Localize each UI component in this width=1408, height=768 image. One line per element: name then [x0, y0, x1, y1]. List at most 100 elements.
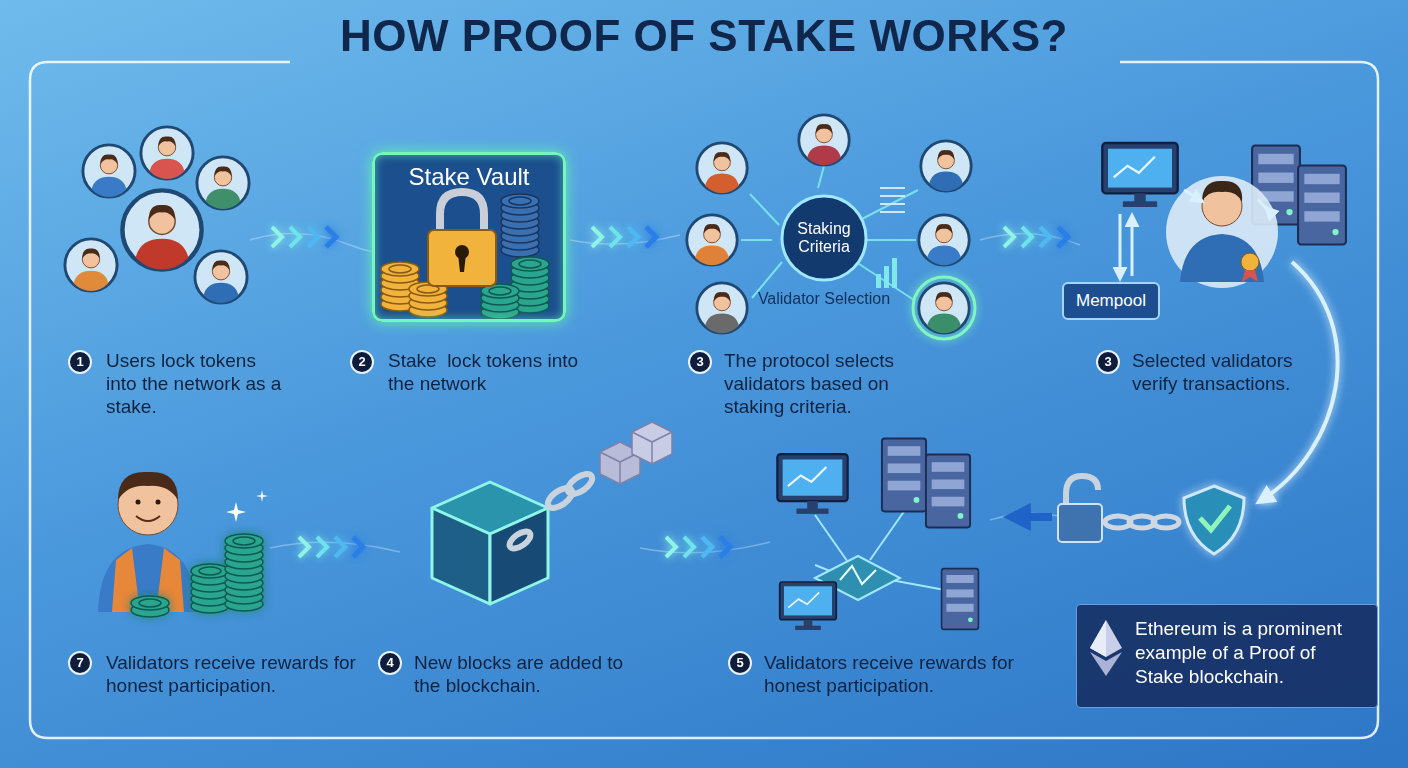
- user-group: [65, 127, 249, 303]
- rewarded-validator: [225, 534, 263, 548]
- vault-illustration: [381, 262, 419, 276]
- vault-illustration: [428, 230, 496, 286]
- validator-network: [815, 515, 850, 565]
- rewarded-validator: [136, 500, 141, 505]
- secured-chain: [1058, 504, 1102, 542]
- callout-number: 3: [688, 350, 712, 374]
- new-block: [632, 422, 672, 464]
- validator-station: [1180, 234, 1264, 282]
- selection-lines: [741, 239, 772, 241]
- selection-lines: [741, 166, 918, 300]
- vault-illustration: [458, 254, 466, 272]
- candidate-validators: [697, 143, 747, 193]
- rewarded-validator: [233, 537, 255, 545]
- light-streaks: [270, 542, 400, 552]
- user-group: [141, 127, 193, 179]
- validator-network: [942, 569, 979, 630]
- ethereum-icon: [1090, 620, 1106, 657]
- vault-illustration: [501, 194, 539, 208]
- candidate-validators: [687, 215, 737, 265]
- step-caption: Users lock tokens into the network as a …: [106, 350, 291, 418]
- validator-station: [1184, 190, 1200, 200]
- candidate-validators: [913, 277, 975, 339]
- vault-illustration: [440, 192, 484, 232]
- candidate-validators: [892, 258, 897, 288]
- node-heading: Staking Criteria: [786, 220, 862, 257]
- candidate-validators: [884, 266, 889, 288]
- rewarded-validator: [131, 534, 263, 617]
- mempool-box: Mempool: [1062, 282, 1160, 320]
- secured-chain: [1200, 506, 1230, 530]
- rewarded-validator: [139, 599, 161, 607]
- step-caption: Stake lock tokens into the network: [388, 350, 588, 396]
- node-text: Stake Vault: [385, 163, 553, 191]
- selection-lines: [750, 194, 779, 225]
- user-group: [65, 239, 117, 291]
- ethereum-icon: [1090, 620, 1122, 676]
- step-caption: Validators receive rewards for honest pa…: [106, 652, 378, 698]
- new-block: [507, 528, 534, 552]
- secured-chain: [1105, 516, 1179, 528]
- rewarded-validator: [98, 472, 268, 617]
- rewarded-validator: [136, 516, 160, 521]
- rewarded-validator: [118, 472, 178, 500]
- step-caption: Validators receive rewards for honest pa…: [764, 652, 1034, 698]
- rewarded-validator: [131, 596, 169, 610]
- validator-station: [1241, 253, 1259, 271]
- user-group: [197, 157, 249, 209]
- vault-illustration: [511, 257, 549, 271]
- candidate-validators: [876, 274, 881, 288]
- rewarded-validator: [199, 567, 221, 575]
- vault-illustration: [519, 260, 541, 268]
- new-block: [490, 508, 548, 604]
- node-text: Ethereum is a prominent example of a Pro…: [1135, 617, 1365, 688]
- user-group: [122, 190, 201, 269]
- node-text: Mempool: [1076, 291, 1146, 311]
- frame: [30, 62, 1378, 738]
- step-caption: Selected validators verify transactions.: [1132, 350, 1337, 396]
- secured-chain: [1153, 516, 1179, 528]
- step-caption: The protocol selects validators based on…: [724, 350, 939, 418]
- circle-shape: Staking Criteria: [778, 192, 870, 284]
- validator-network: [840, 566, 876, 584]
- criteria-circle: Staking CriteriaValidator Selection: [743, 192, 905, 319]
- selection-lines: [864, 239, 916, 241]
- ethereum-icon: [1090, 652, 1122, 676]
- validator-network: [882, 439, 926, 512]
- validator-station: [1242, 270, 1258, 282]
- validator-station: [1202, 181, 1242, 202]
- callout-number: 1: [68, 350, 92, 374]
- candidate-validators: [880, 188, 905, 212]
- circle-outline: [782, 196, 866, 280]
- chevron-arrows: [299, 537, 363, 557]
- validator-network: [870, 510, 905, 560]
- rewarded-validator: [256, 490, 268, 502]
- new-block: [565, 470, 596, 498]
- validator-station: [1166, 176, 1278, 288]
- validator-network: [926, 455, 970, 528]
- validator-station: [1258, 200, 1268, 210]
- rewarded-validator: [156, 500, 161, 505]
- vault-box: Stake Vault: [372, 152, 566, 322]
- candidate-validators: [687, 115, 975, 339]
- callout-number: 5: [728, 651, 752, 675]
- callout-number: 7: [68, 651, 92, 675]
- vault-illustration: [372, 152, 566, 322]
- callout-number: 3: [1096, 350, 1120, 374]
- candidate-validators: [697, 283, 747, 333]
- candidate-validators: [919, 215, 969, 265]
- chevron-arrows: [1004, 227, 1068, 247]
- title: HOW PROOF OF STAKE WORKS?: [0, 14, 1408, 58]
- user-group: [83, 145, 135, 197]
- chevron-arrows: [272, 227, 336, 247]
- user-group: [195, 251, 247, 303]
- node-label: Validator Selection: [743, 290, 905, 308]
- validator-network: [777, 439, 978, 630]
- validator-station: [1102, 143, 1177, 207]
- candidate-validators: [799, 115, 849, 165]
- note-box: Ethereum is a prominent example of a Pro…: [1076, 604, 1378, 708]
- chevron-arrows: [272, 227, 1068, 557]
- vault-illustration: [372, 152, 566, 322]
